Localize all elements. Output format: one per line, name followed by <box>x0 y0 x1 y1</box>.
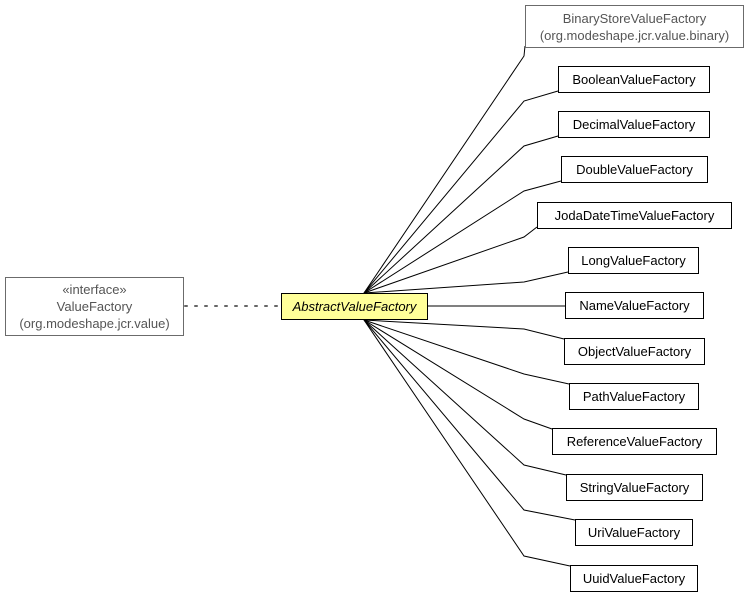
subclass-name: UriValueFactory <box>587 525 681 540</box>
subclass-node-booleanvaluefactory[interactable]: BooleanValueFactory <box>558 66 710 93</box>
subclass-node-binarystorevaluefactory[interactable]: BinaryStoreValueFactory (org.modeshape.j… <box>525 5 744 48</box>
subclass-node-namevaluefactory[interactable]: NameValueFactory <box>565 292 704 319</box>
inheritance-edge <box>363 319 570 385</box>
subclass-node-referencevaluefactory[interactable]: ReferenceValueFactory <box>552 428 717 455</box>
subclass-name: StringValueFactory <box>579 480 690 495</box>
inheritance-edge <box>363 180 562 294</box>
subclass-name: ReferenceValueFactory <box>566 434 703 449</box>
inheritance-edge <box>363 319 576 521</box>
subclass-name: UuidValueFactory <box>582 571 686 586</box>
inheritance-edge <box>363 319 571 567</box>
subclass-node-pathvaluefactory[interactable]: PathValueFactory <box>569 383 699 410</box>
subclass-node-uuidvaluefactory[interactable]: UuidValueFactory <box>570 565 698 592</box>
inheritance-edge <box>363 271 569 294</box>
inheritance-edge <box>363 319 565 340</box>
subclass-node-stringvaluefactory[interactable]: StringValueFactory <box>566 474 703 501</box>
interface-package: (org.modeshape.jcr.value) <box>19 316 170 331</box>
subclass-name: BooleanValueFactory <box>572 72 696 87</box>
subclass-node-longvaluefactory[interactable]: LongValueFactory <box>568 247 699 274</box>
subclass-name: BinaryStoreValueFactory <box>562 10 707 26</box>
interface-name: ValueFactory <box>56 299 133 314</box>
subclass-node-decimalvaluefactory[interactable]: DecimalValueFactory <box>558 111 710 138</box>
subclass-node-doublevaluefactory[interactable]: DoubleValueFactory <box>561 156 708 183</box>
subclass-name: LongValueFactory <box>581 253 686 268</box>
interface-node-value-factory[interactable]: «interface» ValueFactory (org.modeshape.… <box>5 277 184 336</box>
subclass-name: JodaDateTimeValueFactory <box>554 208 715 223</box>
focus-node-name: AbstractValueFactory <box>292 299 417 314</box>
subclass-name: PathValueFactory <box>582 389 686 404</box>
subclass-name: DoubleValueFactory <box>576 162 693 177</box>
subclass-name: DecimalValueFactory <box>572 117 696 132</box>
inheritance-edge <box>363 319 567 476</box>
inheritance-edge <box>363 226 538 294</box>
inheritance-edge <box>363 90 559 294</box>
subclass-node-jodadatetimevaluefactory[interactable]: JodaDateTimeValueFactory <box>537 202 732 229</box>
subclass-name: NameValueFactory <box>579 298 690 313</box>
inheritance-edge <box>363 319 553 430</box>
subclass-package: (org.modeshape.jcr.value.binary) <box>539 27 730 43</box>
inheritance-edge <box>363 45 526 294</box>
inheritance-edge <box>363 135 559 294</box>
subclass-name: ObjectValueFactory <box>577 344 692 359</box>
interface-stereotype: «interface» <box>62 282 127 297</box>
focus-node-abstract-value-factory[interactable]: AbstractValueFactory <box>281 293 428 320</box>
subclass-node-urivaluefactory[interactable]: UriValueFactory <box>575 519 693 546</box>
inheritance-edges <box>363 45 576 567</box>
subclass-node-objectvaluefactory[interactable]: ObjectValueFactory <box>564 338 705 365</box>
